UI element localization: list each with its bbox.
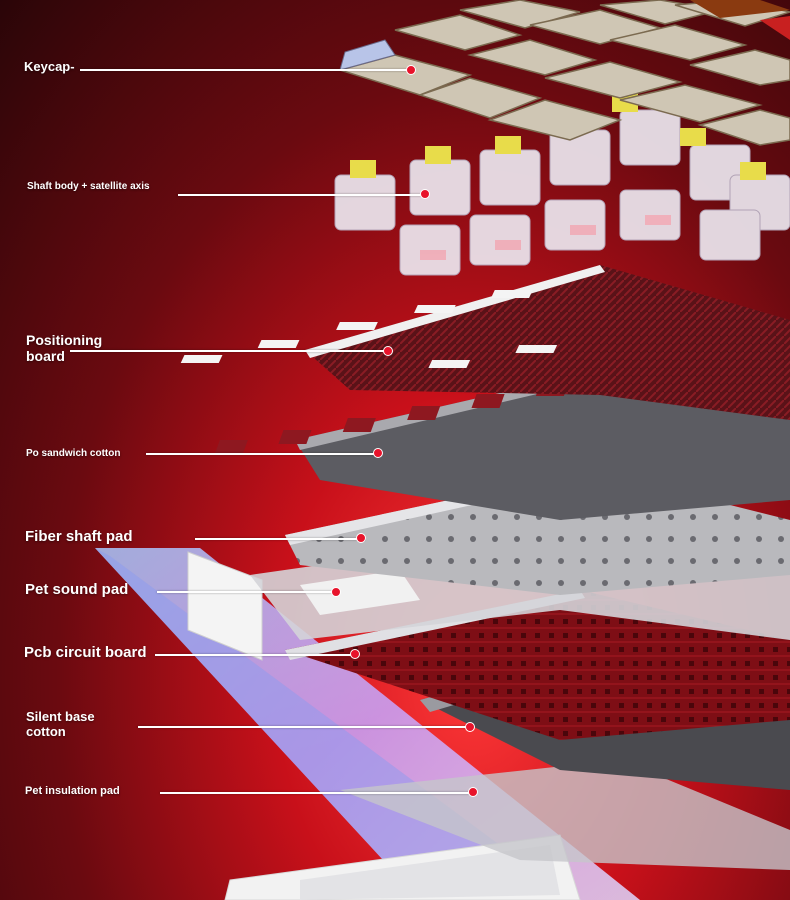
label-shaft-body-text: Shaft body + satellite axis [27, 181, 150, 192]
positioning-board-layer [180, 265, 790, 420]
leader-fiber-shaft-pad [195, 538, 360, 540]
label-keycap: Keycap- [24, 59, 75, 74]
bottom-case [224, 834, 581, 900]
marker-positioning-board [383, 346, 393, 356]
label-fiber-shaft-pad: Fiber shaft pad [25, 528, 133, 545]
marker-fiber-shaft-pad [356, 533, 366, 543]
label-shaft-body: Shaft body + satellite axis [27, 181, 167, 192]
label-positioning-board-text: Positioning board [26, 332, 103, 364]
leader-pcb-circuit-board [155, 654, 353, 656]
marker-pet-sound-pad [331, 587, 341, 597]
marker-keycap [406, 65, 416, 75]
switch-row [334, 94, 790, 276]
label-pet-insulation-pad: Pet insulation pad [25, 785, 120, 797]
leader-silent-base-cotton [138, 726, 468, 728]
label-silent-base-cotton: Silent base cotton [26, 709, 126, 739]
leader-po-sandwich-cotton [146, 453, 376, 455]
marker-shaft-body [420, 189, 430, 199]
leader-keycap [80, 69, 410, 71]
pet-insulation-layer [340, 760, 790, 870]
label-positioning-board: Positioning board [26, 332, 126, 364]
marker-silent-base-cotton [465, 722, 475, 732]
label-pcb-circuit-board: Pcb circuit board [24, 644, 147, 661]
keycap-grid [337, 0, 790, 146]
label-po-sandwich-cotton: Po sandwich cotton [26, 448, 121, 459]
label-silent-base-cotton-text: Silent base cotton [26, 709, 95, 739]
label-pet-sound-pad: Pet sound pad [25, 581, 129, 598]
marker-po-sandwich-cotton [373, 448, 383, 458]
leader-pet-sound-pad [157, 591, 335, 593]
marker-pet-insulation-pad [468, 787, 478, 797]
leader-shaft-body [178, 194, 422, 196]
marker-pcb-circuit-board [350, 649, 360, 659]
leader-positioning-board [70, 350, 386, 352]
leader-pet-insulation-pad [160, 792, 470, 794]
